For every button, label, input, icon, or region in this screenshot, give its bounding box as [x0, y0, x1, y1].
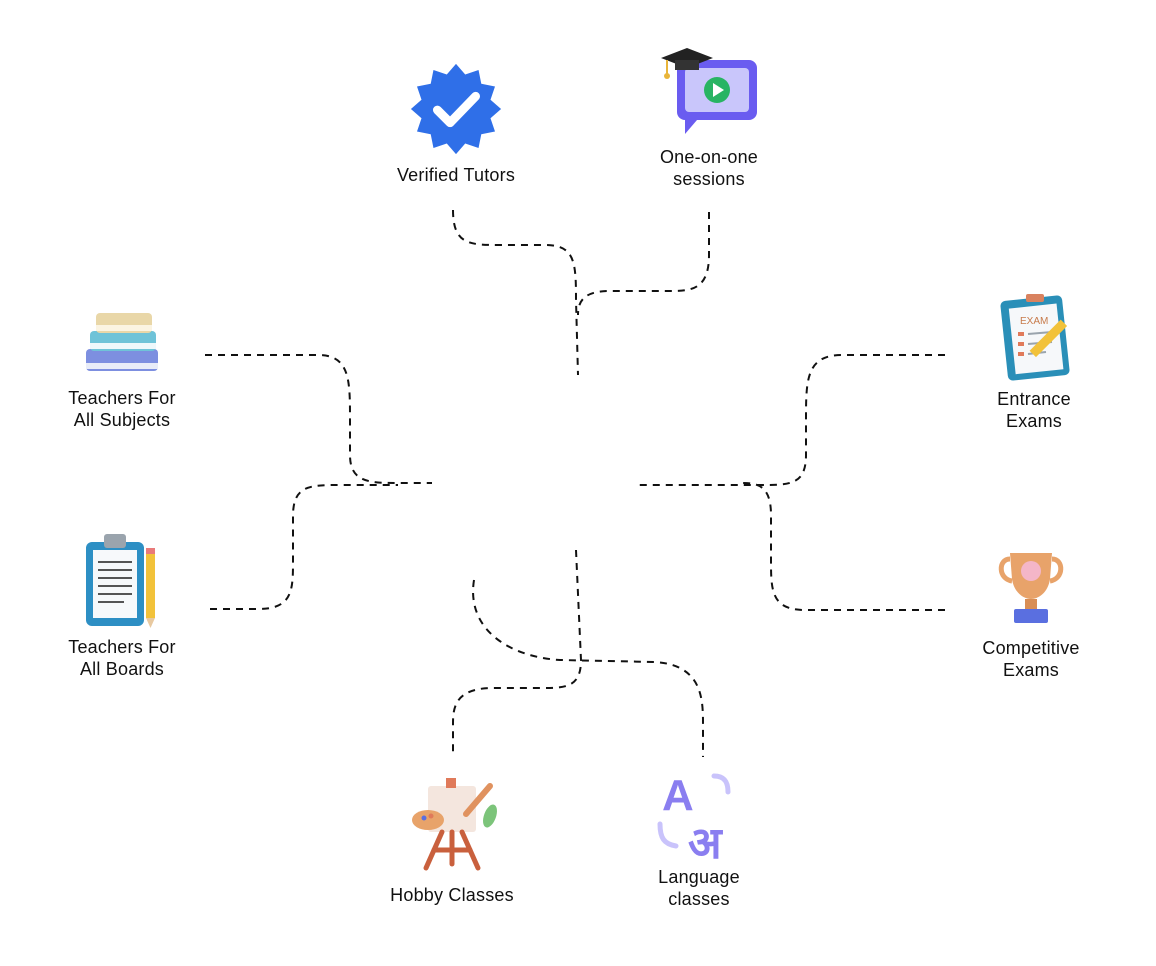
- node-teachers-all-boards-label: Teachers For All Boards: [68, 637, 176, 679]
- node-one-on-one: One-on-one sessions: [609, 40, 809, 190]
- node-entrance-exams: EXAM Entrance Exams: [934, 290, 1134, 432]
- connector-entrance: [634, 354, 945, 486]
- easel-icon: [412, 778, 497, 871]
- trophy-icon: [998, 553, 1064, 623]
- exam-badge-text: EXAM: [1020, 316, 1048, 327]
- node-verified-tutors: Verified Tutors: [356, 60, 556, 186]
- connector-verified: [452, 209, 579, 376]
- video-session-icon: [661, 48, 757, 134]
- language-letters-icon: A अ: [657, 771, 731, 862]
- letter-devanagari-glyph: अ: [688, 818, 723, 862]
- connector-hobby: [452, 549, 583, 752]
- node-language-classes: A अ Language classes: [599, 762, 799, 910]
- connector-boards: [210, 484, 398, 610]
- books-stack-icon: [86, 313, 158, 371]
- node-teachers-all-subjects-label: Teachers For All Subjects: [68, 388, 176, 430]
- node-teachers-all-subjects: Teachers For All Subjects: [22, 305, 222, 431]
- node-competitive-exams: Competitive Exams: [931, 545, 1131, 681]
- connector-language: [472, 579, 704, 757]
- node-verified-tutors-label: Verified Tutors: [396, 165, 516, 185]
- node-one-on-one-label: One-on-one sessions: [659, 147, 759, 189]
- node-language-classes-label: Language classes: [658, 867, 740, 909]
- exam-paper-icon: EXAM: [1000, 294, 1070, 381]
- node-entrance-exams-label: Entrance Exams: [997, 389, 1071, 431]
- node-hobby-classes: Hobby Classes: [352, 772, 552, 906]
- letter-a-glyph: A: [662, 771, 694, 820]
- connector-oneonone: [577, 212, 710, 316]
- node-teachers-all-boards: Teachers For All Boards: [22, 530, 222, 680]
- node-hobby-classes-label: Hobby Classes: [390, 885, 514, 905]
- clipboard-pencil-icon: [86, 534, 155, 628]
- verified-badge-icon: [410, 63, 502, 155]
- connector-competitive: [739, 482, 945, 611]
- node-competitive-exams-label: Competitive Exams: [982, 638, 1080, 680]
- connector-subjects: [205, 354, 432, 484]
